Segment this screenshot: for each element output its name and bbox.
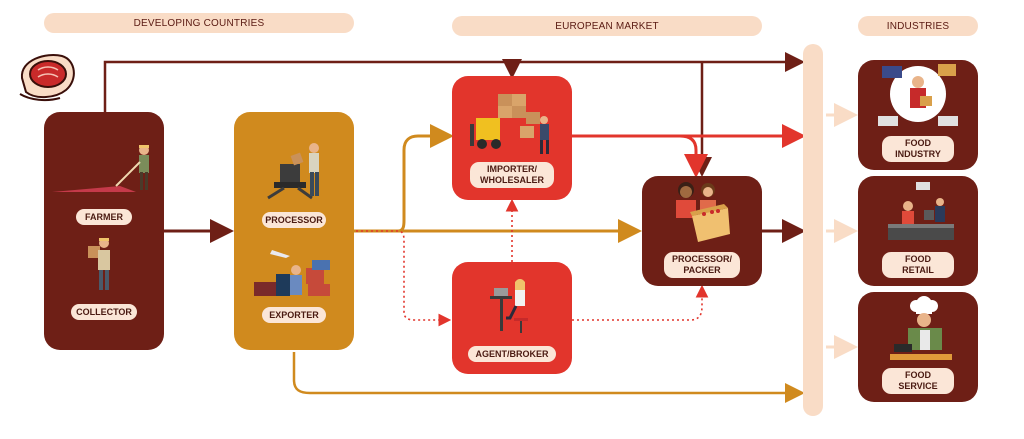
processing-machine-icon [267,143,319,200]
broker-at-desk-icon [490,279,528,333]
agent-broker-label: AGENT/BROKER [468,346,556,362]
exporter-label: EXPORTER [262,307,326,323]
processor-packer-label: PROCESSOR/ PACKER [664,252,740,278]
importer-wholesaler-label: IMPORTER/ WHOLESALER [470,162,554,188]
pepper-pod-logo-icon [19,54,75,102]
processor-label: PROCESSOR [262,212,326,228]
food-retail-label: FOOD RETAIL [882,252,954,278]
farmer-label: FARMER [76,209,132,225]
farmer-drying-crop-icon [52,145,149,192]
food-service-label: FOOD SERVICE [882,368,954,394]
header-industries: INDUSTRIES [858,16,978,36]
warehouse-forklift-icon [470,94,549,154]
export-cargo-icon [254,250,330,296]
collector-label: COLLECTOR [71,304,137,320]
industry-worker-icon [878,64,958,126]
retail-checkout-icon [888,182,954,240]
chef-icon [890,296,952,360]
packing-workers-icon [676,182,730,242]
header-developing-countries: DEVELOPING COUNTRIES [44,13,354,33]
collector-with-sack-icon [88,238,110,290]
food-industry-label: FOOD INDUSTRY [882,136,954,162]
header-european-market: EUROPEAN MARKET [452,16,762,36]
